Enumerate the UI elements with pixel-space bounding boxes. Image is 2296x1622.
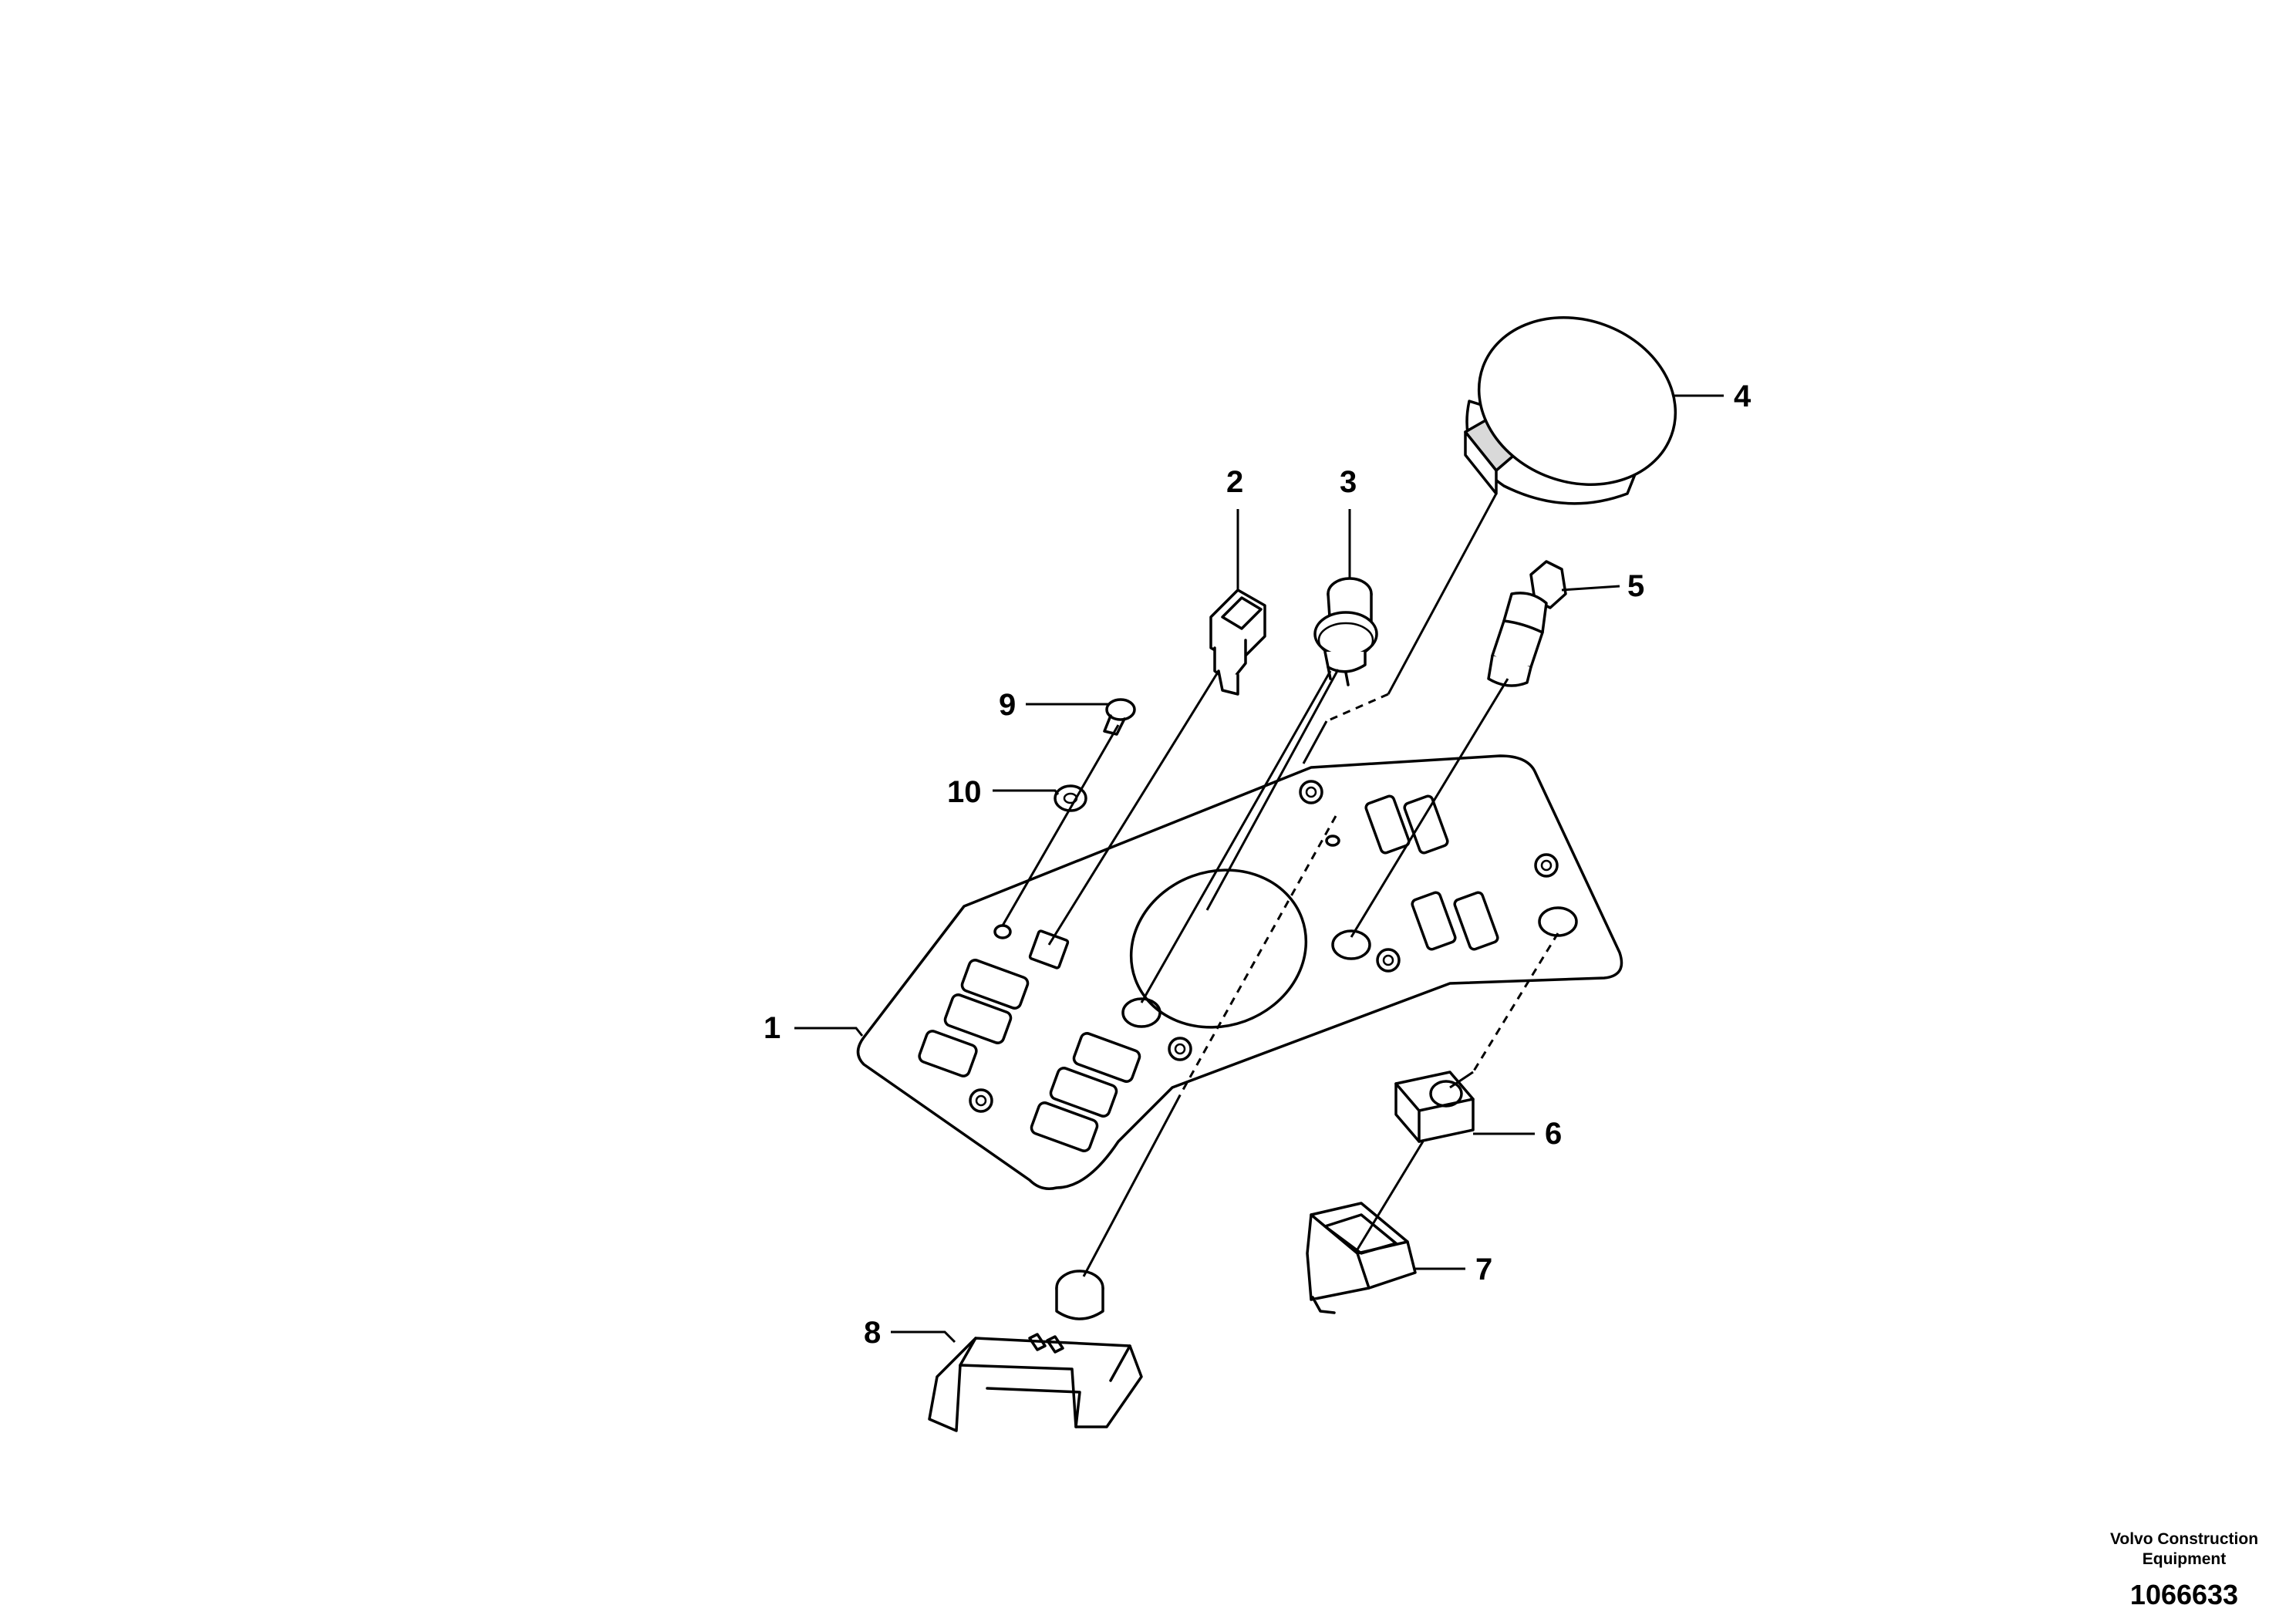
control-panel-plate bbox=[856, 754, 1623, 1190]
callout-3: 3 bbox=[1340, 465, 1357, 499]
callout-leaders bbox=[794, 394, 1724, 1344]
assembly-lines bbox=[1001, 493, 1559, 1277]
grommets bbox=[969, 780, 1559, 1113]
drawing-number: 1066633 bbox=[2130, 1579, 2238, 1610]
callout-1: 1 bbox=[764, 1011, 781, 1045]
indicator-lamp bbox=[1313, 577, 1378, 686]
callout-8: 8 bbox=[864, 1316, 881, 1350]
round-gauge bbox=[1464, 316, 1677, 505]
screw bbox=[1103, 698, 1136, 736]
spacer-block bbox=[1394, 1071, 1475, 1143]
callout-9: 9 bbox=[999, 688, 1016, 722]
callout-7: 7 bbox=[1475, 1253, 1492, 1286]
holder-bracket bbox=[1306, 1202, 1417, 1314]
callout-10: 10 bbox=[947, 775, 982, 809]
washer bbox=[1054, 784, 1087, 812]
relay-bracket bbox=[928, 1270, 1143, 1432]
company-name-line2: Equipment bbox=[2143, 1550, 2227, 1568]
rocker-switch bbox=[1209, 588, 1266, 696]
callout-4: 4 bbox=[1734, 379, 1752, 413]
callout-5: 5 bbox=[1627, 569, 1644, 603]
drawing-footer: Volvo Construction Equipment 1066633 bbox=[2110, 1530, 2258, 1610]
callout-6: 6 bbox=[1545, 1117, 1562, 1151]
callout-2: 2 bbox=[1226, 465, 1243, 499]
connector-plug bbox=[1487, 560, 1567, 687]
company-name-line1: Volvo Construction bbox=[2110, 1530, 2258, 1548]
callout-labels: 1 2 3 4 5 6 7 8 9 10 bbox=[764, 379, 1752, 1350]
